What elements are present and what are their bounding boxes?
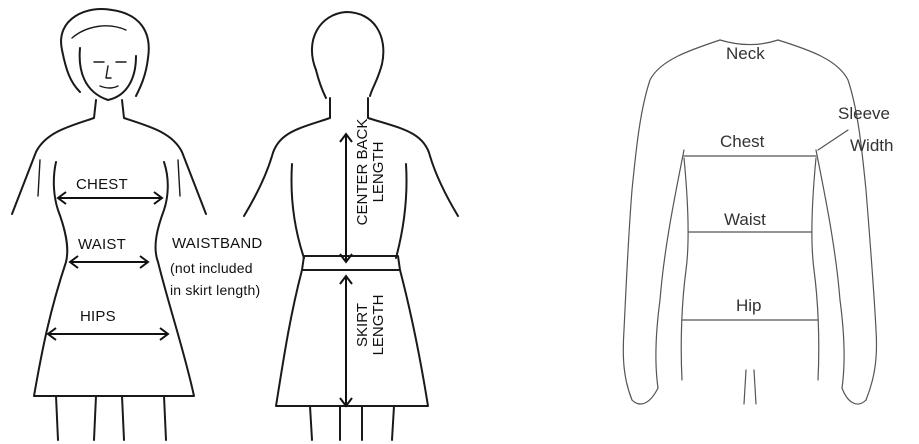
male-hip-label: Hip xyxy=(736,296,762,316)
male-sleeve-line xyxy=(818,130,848,150)
male-sleeve-label-2: Width xyxy=(850,136,893,156)
male-sleeve-label-1: Sleeve xyxy=(838,104,890,124)
male-right-outer xyxy=(778,40,877,400)
male-left-outer xyxy=(623,40,720,400)
male-neck-label: Neck xyxy=(726,44,765,64)
male-left-inner xyxy=(656,150,684,388)
male-right-inner xyxy=(816,150,844,388)
male-torso-right xyxy=(812,158,819,380)
male-crotch xyxy=(744,370,756,404)
male-waist-label: Waist xyxy=(724,210,766,230)
male-hands xyxy=(632,388,866,404)
male-chest-label: Chest xyxy=(720,132,764,152)
male-torso-left xyxy=(681,158,688,380)
